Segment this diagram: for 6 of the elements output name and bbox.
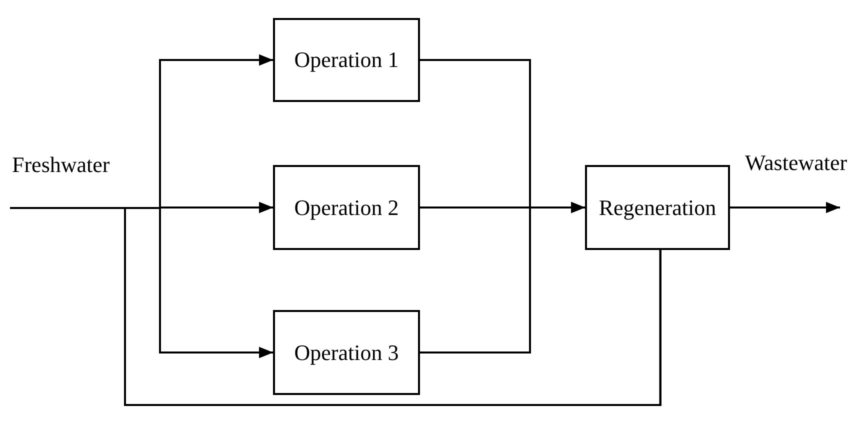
process-box: Operation 1 <box>273 18 420 102</box>
process-box: Regeneration <box>585 165 730 250</box>
process-box: Operation 3 <box>273 310 420 395</box>
arrow <box>730 202 840 214</box>
arrow <box>420 202 585 354</box>
process-box: Operation 2 <box>273 165 420 250</box>
